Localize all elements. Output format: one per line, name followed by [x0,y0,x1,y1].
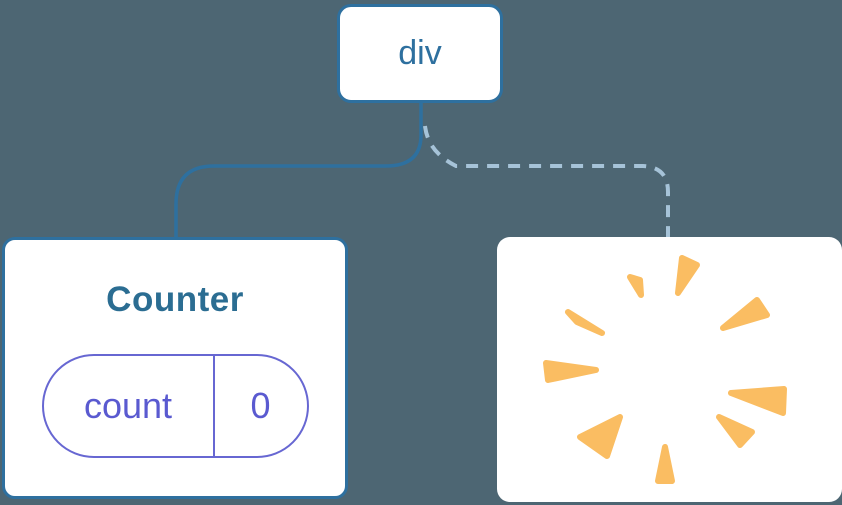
root-node-label: div [398,34,442,72]
removed-card [497,237,842,502]
edge-solid-div-to-counter [174,103,423,238]
root-node-div: div [337,4,503,103]
state-key-label: count [44,356,215,456]
state-pill: count 0 [41,354,309,458]
edge-dashed-div-to-removed [423,125,670,237]
counter-card: Counter count 0 [2,237,348,499]
poof-icon [543,255,787,484]
counter-title: Counter [106,280,244,319]
state-value: 0 [250,385,271,426]
